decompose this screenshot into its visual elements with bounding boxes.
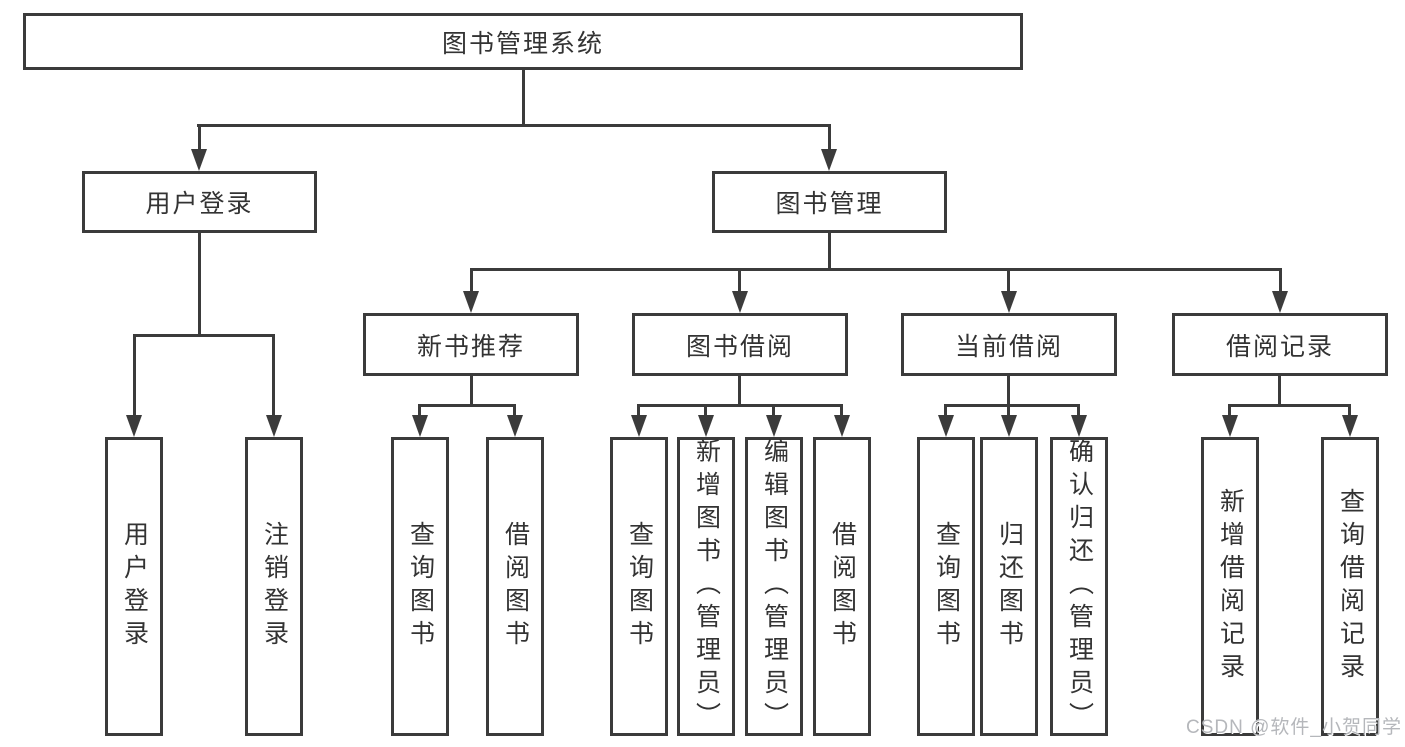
connector-newbook-stem: [470, 376, 473, 406]
connector-stem-leaf: [772, 404, 775, 418]
connector-current-split: [944, 404, 1080, 407]
arrow-down-icon: [766, 415, 782, 437]
node-label: 查询借阅记录: [1336, 487, 1365, 686]
leaf-query-books-1: 查询图书: [391, 437, 449, 736]
connector-root-split: [197, 124, 831, 127]
arrow-down-icon: [266, 415, 282, 437]
connector-user-split: [133, 334, 275, 337]
arrow-down-icon: [412, 415, 428, 437]
node-label: 编辑图书（管理员）: [760, 438, 789, 735]
connector-user-stem: [198, 233, 201, 336]
arrow-down-icon: [1342, 415, 1358, 437]
connector-current-stem: [1007, 376, 1010, 406]
connector-stem-leaf: [418, 404, 421, 418]
leaf-add-borrow-record: 新增借阅记录: [1201, 437, 1259, 736]
node-label: 用户登录: [145, 190, 254, 218]
arrow-down-icon: [463, 291, 479, 313]
connector-stem-user: [198, 124, 201, 152]
node-label: 用户登录: [120, 520, 149, 653]
connector-root-stem: [522, 70, 525, 126]
csdn-watermark: CSDN @软件_小贺同学: [1186, 717, 1402, 738]
connector-stem-current: [1007, 268, 1010, 294]
node-label: 借阅图书: [501, 520, 530, 653]
connector-stem-leaf: [944, 404, 947, 418]
connector-stem-records: [1279, 268, 1282, 294]
node-label: 图书借阅: [685, 332, 794, 361]
connector-stem-leaf: [1077, 404, 1080, 418]
arrow-down-icon: [834, 415, 850, 437]
arrow-down-icon: [938, 415, 954, 437]
node-label: 图书管理: [775, 190, 884, 218]
node-current-borrowing: 当前借阅: [901, 313, 1117, 376]
leaf-user-login: 用户登录: [105, 437, 163, 736]
connector-stem-leaf: [704, 404, 707, 418]
connector-newbook-split: [418, 404, 516, 407]
connector-borrow-split: [637, 404, 843, 407]
connector-stem-borrow: [738, 268, 741, 294]
node-label: 新增借阅记录: [1216, 487, 1245, 686]
node-borrowing-records: 借阅记录: [1172, 313, 1388, 376]
connector-stem-leaf: [840, 404, 843, 418]
leaf-return-books: 归还图书: [980, 437, 1038, 736]
arrow-down-icon: [1001, 415, 1017, 437]
connector-stem-leaf: [133, 334, 136, 418]
connector-stem-leaf: [513, 404, 516, 418]
arrow-down-icon: [631, 415, 647, 437]
node-new-book-recommendation: 新书推荐: [363, 313, 579, 376]
connector-stem-mgmt: [828, 124, 831, 152]
leaf-borrow-books-2: 借阅图书: [813, 437, 871, 736]
node-label: 借阅记录: [1225, 332, 1334, 361]
arrow-down-icon: [1222, 415, 1238, 437]
arrow-down-icon: [1071, 415, 1087, 437]
connector-records-split: [1228, 404, 1351, 407]
node-label: 图书管理系统: [441, 29, 604, 58]
node-label: 查询图书: [625, 520, 654, 653]
connector-mgmt-stem: [828, 233, 831, 270]
connector-stem-leaf: [637, 404, 640, 418]
connector-mgmt-split: [470, 268, 1281, 271]
connector-stem-leaf: [1228, 404, 1231, 418]
arrow-down-icon: [191, 149, 207, 171]
node-label: 注销登录: [260, 520, 289, 653]
arrow-down-icon: [821, 149, 837, 171]
connector-stem-leaf: [272, 334, 275, 418]
leaf-logout: 注销登录: [245, 437, 303, 736]
node-book-borrowing: 图书借阅: [632, 313, 848, 376]
arrow-down-icon: [732, 291, 748, 313]
node-label: 确认归还（管理员）: [1065, 438, 1094, 735]
leaf-query-borrow-record: 查询借阅记录: [1321, 437, 1379, 736]
arrow-down-icon: [507, 415, 523, 437]
connector-records-stem: [1278, 376, 1281, 406]
node-user-login: 用户登录: [82, 171, 317, 233]
arrow-down-icon: [126, 415, 142, 437]
leaf-query-books-2: 查询图书: [610, 437, 668, 736]
leaf-edit-books-admin: 编辑图书（管理员）: [745, 437, 803, 736]
node-label: 查询图书: [932, 520, 961, 653]
node-label: 借阅图书: [828, 520, 857, 653]
connector-stem-newbook: [470, 268, 473, 294]
connector-stem-leaf: [1007, 404, 1010, 418]
connector-borrow-stem: [738, 376, 741, 406]
node-root-library-system: 图书管理系统: [23, 13, 1023, 70]
node-book-management: 图书管理: [712, 171, 947, 233]
arrow-down-icon: [1272, 291, 1288, 313]
leaf-query-books-3: 查询图书: [917, 437, 975, 736]
node-label: 查询图书: [406, 520, 435, 653]
node-label: 新增图书（管理员）: [692, 438, 721, 735]
node-label: 新书推荐: [416, 332, 525, 361]
arrow-down-icon: [698, 415, 714, 437]
leaf-add-books-admin: 新增图书（管理员）: [677, 437, 735, 736]
arrow-down-icon: [1001, 291, 1017, 313]
leaf-confirm-return-admin: 确认归还（管理员）: [1050, 437, 1108, 736]
leaf-borrow-books-1: 借阅图书: [486, 437, 544, 736]
node-label: 归还图书: [995, 520, 1024, 653]
connector-stem-leaf: [1348, 404, 1351, 418]
node-label: 当前借阅: [954, 332, 1063, 361]
